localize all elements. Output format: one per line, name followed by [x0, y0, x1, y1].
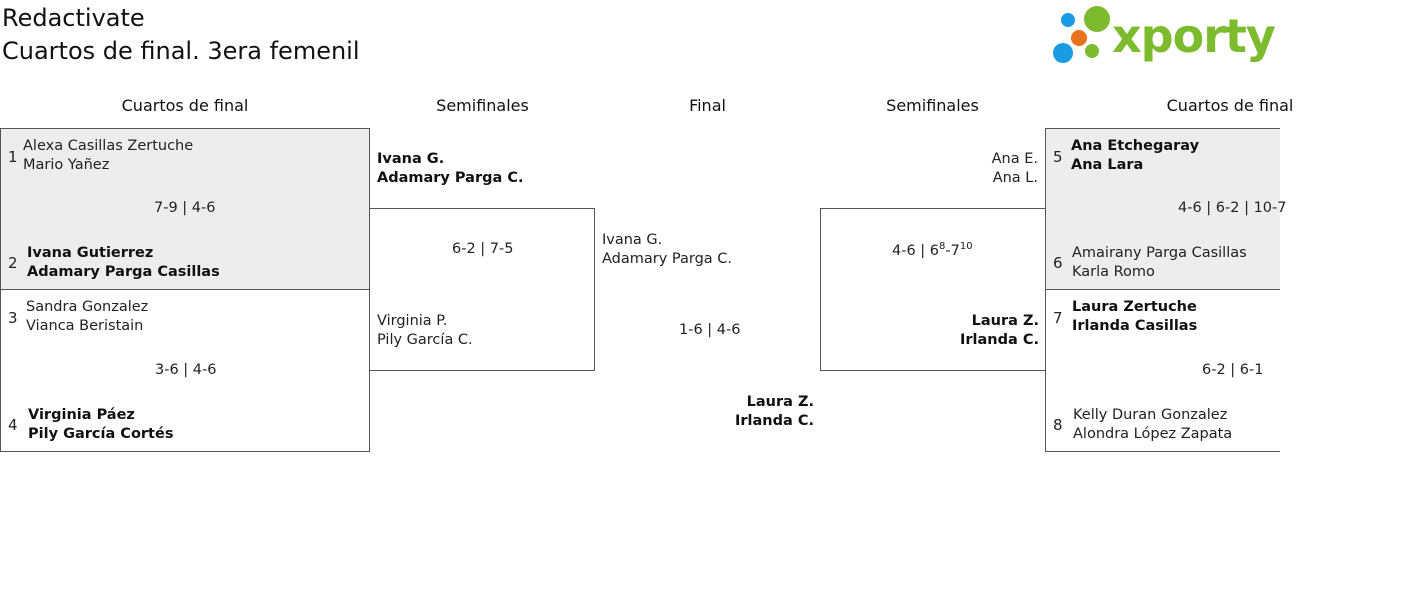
player-name: Ana E.	[991, 151, 1038, 167]
seed-number: 5	[1053, 148, 1063, 166]
final-score: 1-6 | 4-6	[679, 322, 741, 338]
winner-name: Laura Zertuche	[1072, 299, 1197, 315]
player-name: Vianca Beristain	[26, 318, 144, 334]
logo-dots-icon	[1053, 6, 1110, 63]
match-card-qf2[interactable]: 3 Sandra Gonzalez Vianca Beristain 3-6 |…	[0, 289, 370, 452]
match-score: 3-6 | 4-6	[155, 362, 217, 378]
winner-name: Adamary Parga Casillas	[27, 264, 220, 280]
seed-number: 1	[8, 148, 18, 166]
col-head-qf-right: Cuartos de final	[1166, 96, 1294, 115]
winner-name: Virginia Páez	[28, 407, 135, 423]
winner-name: Irlanda C.	[960, 332, 1039, 348]
match-card-qf1[interactable]: 1 Alexa Casillas Zertuche Mario Yañez 7-…	[0, 128, 370, 290]
match-score: 6-2 | 6-1	[1202, 362, 1264, 378]
seed-number: 7	[1053, 309, 1063, 327]
winner-name: Ana Lara	[1071, 157, 1144, 173]
winner-name: Irlanda Casillas	[1072, 318, 1198, 334]
player-name: Alondra López Zapata	[1073, 426, 1233, 442]
seed-number: 2	[8, 254, 18, 272]
winner-name: Pily García Cortés	[28, 426, 174, 442]
col-head-qf-left: Cuartos de final	[121, 96, 249, 115]
player-name: Pily García C.	[377, 332, 473, 348]
seed-number: 3	[8, 309, 18, 327]
player-name: Karla Romo	[1072, 264, 1155, 280]
page-title: Cuartos de final. 3era femenil	[2, 37, 360, 65]
champion-name: Irlanda C.	[735, 413, 814, 429]
player-name: Mario Yañez	[23, 157, 110, 173]
col-head-sf-left: Semifinales	[436, 96, 529, 115]
match-score: 7-9 | 4-6	[154, 200, 216, 216]
winner-name: Ivana Gutierrez	[27, 245, 154, 261]
player-name: Ana L.	[992, 170, 1038, 186]
player-name: Amairany Parga Casillas	[1072, 245, 1247, 261]
match-card-qf3[interactable]: 5 Ana Etchegaray Ana Lara 4-6 | 6-2 | 10…	[1045, 128, 1286, 290]
seed-number: 8	[1053, 416, 1063, 434]
finalist-name: Ivana G.	[602, 232, 663, 248]
player-name: Sandra Gonzalez	[26, 299, 149, 315]
match-card-qf4[interactable]: 7 Laura Zertuche Irlanda Casillas 6-2 | …	[1045, 289, 1280, 452]
player-name: Kelly Duran Gonzalez	[1073, 407, 1228, 423]
logo-wordmark: xporty	[1112, 9, 1276, 63]
winner-name: Ana Etchegaray	[1071, 138, 1200, 154]
finalist-name: Adamary Parga C.	[602, 251, 733, 267]
col-head-sf-right: Semifinales	[886, 96, 979, 115]
winner-name: Laura Z.	[971, 313, 1039, 329]
page-edge	[1280, 0, 1281, 1]
match-score: 4-6 | 6-2 | 10-7	[1178, 200, 1287, 216]
seed-number: 4	[8, 416, 18, 434]
winner-name: Ivana G.	[377, 151, 445, 167]
winner-name: Adamary Parga C.	[377, 170, 524, 186]
player-name: Alexa Casillas Zertuche	[23, 138, 194, 154]
match-bracket-sf-right[interactable]: 4-6 | 68-710 Laura Z. Irlanda C.	[820, 208, 1046, 371]
xporty-logo: xporty	[1050, 4, 1280, 68]
match-bracket-sf-left[interactable]: 6-2 | 7-5 Virginia P. Pily García C.	[369, 208, 595, 371]
match-score: 4-6 | 68-710	[892, 241, 973, 259]
player-name: Virginia P.	[377, 313, 448, 329]
match-score: 6-2 | 7-5	[452, 241, 514, 257]
col-head-final: Final	[689, 96, 726, 115]
champion-name: Laura Z.	[746, 394, 814, 410]
tournament-name: Redactivate	[2, 4, 145, 32]
seed-number: 6	[1053, 254, 1063, 272]
